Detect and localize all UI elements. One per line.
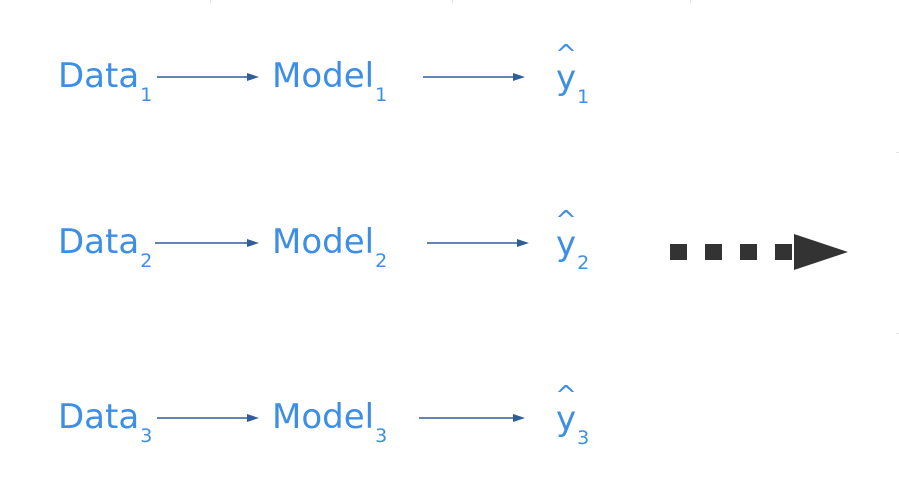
arrow-data-to-model-2 bbox=[155, 237, 261, 249]
data-subscript: 3 bbox=[140, 425, 153, 447]
border-tick bbox=[896, 152, 899, 153]
model-label-1: Model1 bbox=[272, 56, 387, 106]
data-label-text: Data bbox=[58, 397, 140, 437]
output-label-2: ^y2 bbox=[555, 208, 589, 274]
hat-accent: ^ bbox=[555, 40, 577, 70]
output-label-text: y bbox=[556, 399, 577, 439]
data-label-1: Data1 bbox=[58, 56, 152, 106]
output-subscript: 1 bbox=[577, 86, 590, 108]
border-tick bbox=[210, 0, 211, 3]
dashed-arrow-icon bbox=[668, 234, 850, 275]
arrow-model-to-output-3 bbox=[419, 412, 527, 424]
arrow-data-to-model-3 bbox=[157, 412, 261, 424]
model-label-2: Model2 bbox=[272, 222, 387, 272]
arrow-model-to-output-2 bbox=[427, 237, 531, 249]
output-label-text: y bbox=[556, 224, 577, 264]
arrow-model-to-output-1 bbox=[423, 71, 527, 83]
border-tick bbox=[452, 0, 453, 3]
model-label-3: Model3 bbox=[272, 397, 387, 447]
output-label-text: y bbox=[556, 58, 577, 98]
border-tick bbox=[896, 333, 899, 334]
data-label-text: Data bbox=[58, 222, 140, 262]
arrow-data-to-model-1 bbox=[157, 71, 261, 83]
output-subscript: 3 bbox=[577, 427, 590, 449]
model-subscript: 3 bbox=[375, 425, 388, 447]
data-label-3: Data3 bbox=[58, 397, 152, 447]
data-label-2: Data2 bbox=[58, 222, 152, 272]
hat-accent: ^ bbox=[555, 381, 577, 411]
model-label-text: Model bbox=[272, 397, 375, 437]
model-subscript: 2 bbox=[375, 250, 388, 272]
model-subscript: 1 bbox=[375, 84, 388, 106]
border-tick bbox=[690, 0, 691, 3]
model-label-text: Model bbox=[272, 56, 375, 96]
data-subscript: 2 bbox=[140, 250, 153, 272]
data-subscript: 1 bbox=[140, 84, 153, 106]
model-label-text: Model bbox=[272, 222, 375, 262]
output-label-1: ^y1 bbox=[555, 42, 589, 108]
hat-accent: ^ bbox=[555, 206, 577, 236]
output-label-3: ^y3 bbox=[555, 383, 589, 449]
output-subscript: 2 bbox=[577, 252, 590, 274]
data-label-text: Data bbox=[58, 56, 140, 96]
